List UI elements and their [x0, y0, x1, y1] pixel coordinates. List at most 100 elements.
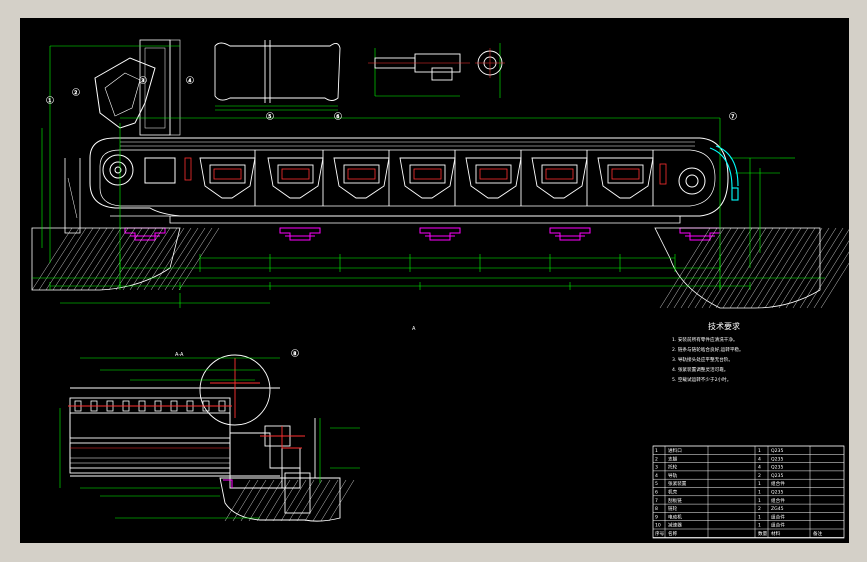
hatch-line	[729, 227, 781, 309]
tray-group	[199, 150, 654, 206]
tray-window	[209, 164, 246, 184]
title-block-cell: 组合件	[771, 513, 785, 520]
title-block-cell: 名称	[668, 530, 678, 537]
hatch-line	[73, 227, 115, 291]
tail-mark	[659, 163, 667, 185]
title-block-cell: 电动机	[668, 513, 682, 520]
callout-bubble	[334, 112, 342, 120]
hatch-line	[750, 227, 802, 309]
tech-req-line: 4. 张紧装置调整灵活可靠。	[672, 366, 728, 373]
title-block-cell: 进料口	[668, 447, 682, 454]
hatch-line	[785, 227, 837, 309]
tray-window	[343, 164, 380, 184]
hatch-line	[304, 479, 331, 522]
title-block-cell: Q235	[771, 456, 783, 462]
hatch-line	[150, 227, 192, 291]
title-block-cell: 1	[758, 498, 761, 504]
tray-centerline	[213, 168, 242, 180]
detail-views	[214, 40, 505, 103]
hatch-line	[736, 227, 788, 309]
hatch-line	[232, 479, 259, 522]
callout-bubble	[186, 76, 194, 84]
callout-bubble	[266, 112, 274, 120]
tech-req-line: 1. 安装前所有零件应清洗干净。	[672, 336, 738, 343]
title-block-cell: 材料	[771, 530, 781, 537]
dimensions	[32, 43, 825, 308]
title-block-cell: Q235	[771, 490, 783, 496]
title-block-cell: 8	[655, 506, 658, 512]
hatch-line	[792, 227, 844, 309]
conveyor-casing	[89, 137, 729, 217]
hatch-line	[813, 251, 849, 309]
hatch-line	[224, 479, 251, 522]
tray-centerline	[545, 168, 574, 180]
callout-number: 2	[74, 90, 77, 96]
hatch-line	[80, 227, 122, 291]
hatch-line	[143, 227, 185, 291]
hatch-line	[164, 227, 206, 291]
support-bracket	[679, 227, 721, 241]
section-label: A-A	[175, 352, 184, 358]
tech-req-line: 5. 空载试运转不少于2小时。	[672, 376, 731, 383]
title-block-cell: 刮板链	[668, 497, 682, 504]
section-dims	[59, 357, 360, 519]
hatch-line	[178, 227, 220, 291]
title-block-cell: 3	[655, 465, 658, 471]
hatch-line	[722, 227, 774, 309]
hatch-line	[171, 227, 213, 291]
tray	[199, 157, 256, 199]
hatch-line	[280, 479, 307, 522]
section-red	[68, 358, 305, 449]
hatch-line	[320, 479, 347, 522]
callout-bubble	[72, 88, 80, 96]
tray	[531, 157, 588, 199]
hatch-line	[764, 227, 816, 309]
hatch-line	[157, 227, 199, 291]
title-block-cell: Q235	[771, 448, 783, 454]
title-block-cell: 4	[655, 473, 658, 479]
title-block-cell: 6	[655, 490, 658, 496]
callout-bubble	[46, 96, 54, 104]
hatch-line	[240, 479, 267, 522]
tray-centerline	[413, 168, 442, 180]
section-detail-circle	[199, 354, 271, 426]
title-block-cell: Q235	[771, 465, 783, 471]
tray-window	[541, 164, 578, 184]
support-group	[124, 227, 721, 241]
support-bracket	[124, 227, 166, 241]
hatch-line	[312, 479, 339, 522]
title-block-cell: 2	[758, 473, 761, 479]
section-magenta	[223, 479, 233, 488]
hatch-line	[52, 227, 94, 291]
hatch-line	[757, 227, 809, 309]
hatch-line	[115, 227, 157, 291]
hatch-line	[108, 227, 150, 291]
hatch-line	[806, 240, 849, 309]
head-sprocket	[102, 154, 134, 186]
title-block-cell: 1	[758, 514, 761, 520]
hatch-line	[328, 479, 355, 522]
hatch-line	[778, 227, 830, 309]
hatch-line	[66, 227, 108, 291]
title-block-cell: 1	[758, 490, 761, 496]
title-block-cell: 组合件	[771, 522, 785, 529]
main-view	[64, 39, 729, 234]
title-block-cell: 导轨	[668, 472, 678, 479]
hatch-line	[136, 227, 178, 291]
tray-centerline	[281, 168, 310, 180]
tray	[333, 157, 390, 199]
title-block-cell: 1	[758, 523, 761, 529]
hatch-line	[708, 227, 760, 309]
title-block-cell: 2	[758, 506, 761, 512]
callout-number: 5	[268, 114, 271, 120]
support-bracket	[279, 227, 321, 241]
title-block-cell: 组合件	[771, 480, 785, 487]
hatch-line	[101, 227, 143, 291]
title-block-cell: 4	[758, 465, 761, 471]
hatch-line	[45, 227, 87, 291]
hatch-line	[256, 479, 283, 522]
tray-detail	[214, 42, 341, 101]
title-block-cell: 2	[655, 456, 658, 462]
